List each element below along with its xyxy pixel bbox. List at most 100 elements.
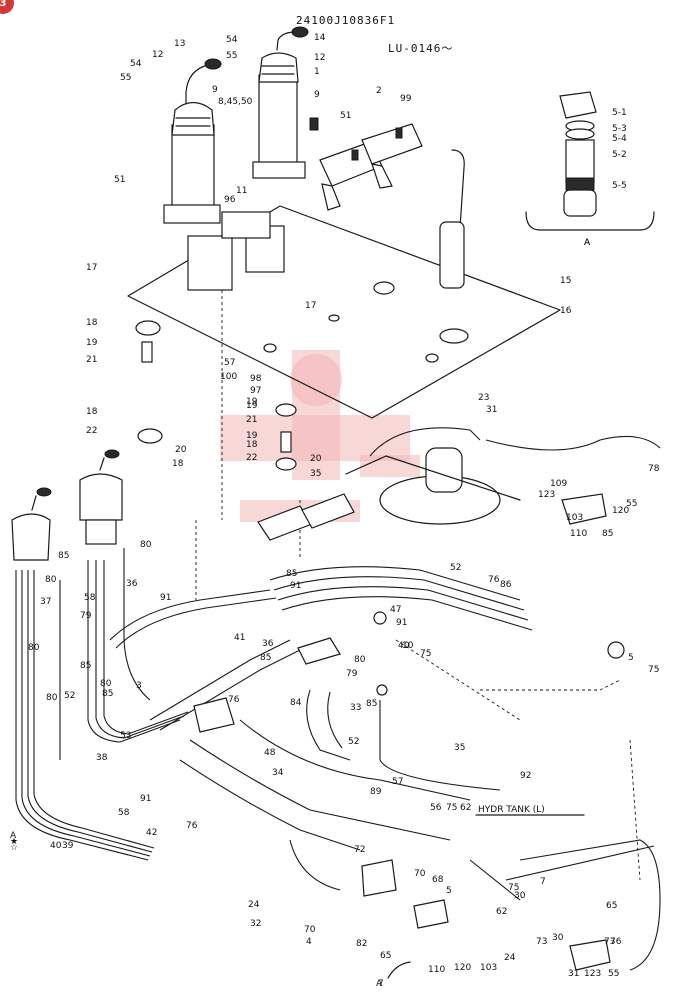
callout-16: 5-1: [612, 108, 627, 118]
callout-53: 120: [612, 506, 629, 516]
callout-3: 13: [174, 39, 185, 49]
callout-13: 9: [314, 90, 320, 100]
lower-left-joysticks: [11, 449, 123, 561]
callout-45: 20: [310, 454, 322, 464]
callout-106: 56: [430, 803, 442, 813]
callout-7: 8,45,50: [218, 97, 253, 107]
callout-71: 52: [450, 563, 461, 573]
callout-12: 1: [314, 67, 320, 77]
callout-100: 76: [186, 821, 198, 831]
callout-127: 55: [608, 969, 619, 979]
travel-lever: [439, 149, 465, 289]
callout-135: 7: [378, 979, 384, 989]
callout-89: 33: [350, 703, 361, 713]
callout-35: 19: [246, 397, 258, 407]
page-badge: 3: [0, 0, 14, 14]
callout-19: 5-2: [612, 150, 627, 160]
callout-48: 31: [486, 405, 497, 415]
callout-5: 55: [120, 73, 131, 83]
callout-114: 70: [304, 925, 316, 935]
guide-lines: [195, 290, 641, 881]
callout-25: 15: [560, 276, 571, 286]
callout-52: 55: [626, 499, 637, 509]
callout-136: 75: [648, 665, 659, 675]
callout-66: 80: [28, 643, 40, 653]
callout-44: 22: [246, 453, 257, 463]
callout-92: 53: [120, 731, 131, 741]
callout-17: 5-3: [612, 124, 627, 134]
callout-39: 18: [172, 459, 184, 469]
callout-79: 75: [420, 649, 431, 659]
callout-10: 14: [314, 33, 326, 43]
callout-105: 57: [392, 777, 403, 787]
callout-1: 55: [226, 51, 237, 61]
callout-125: 31: [568, 969, 579, 979]
callout-83: 79: [346, 669, 358, 679]
callout-47: 23: [478, 393, 489, 403]
callout-129: 103: [480, 963, 497, 973]
callout-28: 18: [86, 318, 98, 328]
callout-81: 85: [260, 653, 271, 663]
callout-65: 79: [80, 611, 92, 621]
callout-98: 52: [348, 737, 359, 747]
callout-72: 76: [488, 575, 500, 585]
callout-55: 110: [570, 529, 587, 539]
callout-76: 41: [234, 633, 245, 643]
callout-46: 35: [310, 469, 321, 479]
callout-64: 91: [160, 593, 171, 603]
swivel-assembly: [345, 427, 661, 525]
callout-75: 91: [396, 618, 407, 628]
left-control-lever-assembly: [163, 26, 309, 224]
callout-122: 65: [606, 901, 617, 911]
callout-49: 78: [648, 464, 660, 474]
callout-27: 17: [305, 301, 316, 311]
callout-40: 19: [246, 401, 258, 411]
callout-133: 30: [552, 933, 564, 943]
callout-20: 5-5: [612, 181, 627, 191]
callout-119: 62: [496, 907, 507, 917]
callout-101: 34: [272, 768, 284, 778]
callout-33: 98: [250, 374, 262, 384]
floor-plate: [127, 205, 561, 419]
callout-69: 52: [64, 691, 75, 701]
callout-56: 85: [602, 529, 613, 539]
callout-59: 80: [45, 575, 57, 585]
callout-15: 99: [400, 94, 412, 104]
callout-58: 85: [58, 551, 69, 561]
callout-57: 80: [140, 540, 152, 550]
callout-126: 123: [584, 969, 601, 979]
callout-124: 76: [610, 937, 622, 947]
lower-brackets: [257, 493, 611, 971]
callout-62: 37: [40, 597, 51, 607]
callout-90: 85: [366, 699, 377, 709]
callout-78: 10: [402, 641, 414, 651]
callout-77: 40: [398, 641, 410, 651]
callout-96: 42: [146, 828, 157, 838]
callout-91: 84: [290, 698, 302, 708]
callout-32: 100: [220, 372, 237, 382]
section-arrow: [387, 961, 411, 979]
spacer-stacks: [135, 320, 297, 471]
callout-43: 18: [246, 440, 258, 450]
callout-34: 97: [250, 386, 261, 396]
callout-22: 11: [236, 186, 247, 196]
callout-134: 65: [380, 951, 391, 961]
callout-26: 16: [560, 306, 572, 316]
callout-4: 54: [130, 59, 142, 69]
callout-107: 75: [446, 803, 457, 813]
callout-140: ☆: [10, 843, 18, 853]
callout-42: 19: [246, 431, 258, 441]
callout-2: 12: [152, 50, 163, 60]
callout-18: 5-4: [612, 134, 627, 144]
callout-97: 58: [118, 808, 130, 818]
callout-14: 2: [376, 86, 382, 96]
callout-123: 73: [604, 937, 615, 947]
callout-86: 3: [136, 681, 142, 691]
callout-88: 48: [264, 748, 276, 758]
callout-93: 38: [96, 753, 108, 763]
callout-51: 123: [538, 490, 555, 500]
callout-30: 21: [86, 355, 97, 365]
callout-132: 73: [536, 937, 547, 947]
